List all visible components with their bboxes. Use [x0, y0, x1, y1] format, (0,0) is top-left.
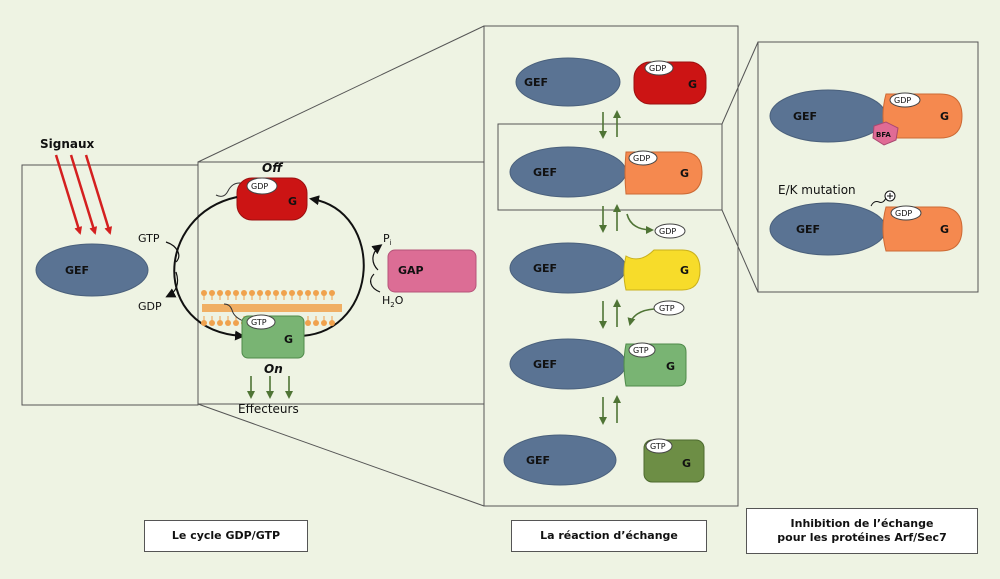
gdp-cap-bfa: [889, 92, 921, 108]
zoom-line-top-left: [197, 25, 485, 163]
cycle-arrow-right: [301, 195, 365, 337]
gef-row3: [509, 242, 627, 294]
g-row5-label: G: [682, 457, 691, 470]
ek-mutation-label: E/K mutation: [778, 183, 856, 197]
gap-label: GAP: [398, 264, 424, 277]
cycle-arrow-left: [173, 196, 245, 341]
g-bfa-label: G: [940, 110, 949, 123]
caption-inhibition-line2: pour les protéines Arf/Sec7: [777, 531, 947, 544]
gdp-out-arrow: [165, 271, 179, 298]
panel-inhibition: [757, 41, 979, 293]
gef-oval: [35, 243, 149, 297]
g-row3-label: G: [680, 264, 689, 277]
g-ek-label: G: [940, 223, 949, 236]
g-row4-label: G: [666, 360, 675, 373]
gtp-bind-arrow: [627, 308, 655, 326]
gtp-free-label: GTP: [659, 304, 675, 313]
gtp-in-arrow: [165, 241, 180, 263]
gef-bfa-label: GEF: [793, 110, 817, 123]
gef-row4: [509, 338, 627, 390]
on-label: On: [264, 362, 283, 376]
signal-arrow-3: [84, 154, 113, 235]
gef-bfa: [769, 89, 887, 143]
g-row2-label: G: [680, 167, 689, 180]
gdp-cap-bfa-label: GDP: [894, 96, 911, 105]
off-label: Off: [262, 161, 283, 175]
gdp-label: GDP: [138, 300, 162, 313]
caption-cycle: Le cycle GDP/GTP: [144, 520, 308, 552]
g-row1-label: G: [688, 78, 697, 91]
gdp-cap-row1-label: GDP: [649, 64, 666, 73]
gtp-cap-row5: [645, 438, 673, 454]
effecteurs-label: Effecteurs: [238, 402, 299, 416]
gef-row5: [503, 434, 617, 486]
bfa-label: BFA: [876, 131, 891, 139]
gtp-cap-on: [246, 314, 276, 330]
gdp-cap-row2: [628, 150, 658, 166]
gef-label: GEF: [65, 264, 89, 277]
gtp-free: [653, 300, 685, 316]
gdp-free: [654, 223, 686, 239]
gdp-cap-off: [246, 177, 278, 195]
gtp-cap-row5-label: GTP: [650, 442, 666, 451]
gdp-free-label: GDP: [659, 227, 676, 236]
gef-ek: [769, 202, 887, 256]
panel-exchange-highlight: [497, 123, 723, 211]
gef-row5-label: GEF: [526, 454, 550, 467]
gdp-cap-row1: [644, 60, 674, 76]
gef-ek-label: GEF: [796, 223, 820, 236]
gef-row1: [515, 57, 621, 107]
gdp-cap-ek: [890, 205, 922, 221]
membrane-band: [202, 304, 342, 312]
ek-pointer: [870, 197, 887, 207]
gdp-release-arrow: [626, 213, 654, 234]
gtp-label: GTP: [138, 232, 160, 245]
gap-box: [387, 249, 477, 293]
panel-exchange: [483, 25, 739, 507]
gtp-cap-on-label: GTP: [251, 318, 267, 327]
caption-exchange: La réaction d’échange: [511, 520, 707, 552]
caption-exchange-text: La réaction d’échange: [540, 529, 678, 542]
caption-cycle-text: Le cycle GDP/GTP: [171, 529, 281, 542]
gdp-cap-row2-label: GDP: [633, 154, 650, 163]
pi-label: Pi: [383, 232, 392, 247]
gef-row3-label: GEF: [533, 262, 557, 275]
signal-arrow-1: [54, 154, 83, 235]
gef-row2: [509, 146, 627, 198]
caption-inhibition: Inhibition de l’échange pour les protéin…: [746, 508, 978, 554]
h2o-label: H2O: [382, 294, 404, 309]
pi-out-arrow: [371, 244, 383, 271]
g-on-label: G: [284, 333, 293, 346]
gef-row4-label: GEF: [533, 358, 557, 371]
gtp-cap-row4-label: GTP: [633, 346, 649, 355]
gtp-cap-row4: [628, 342, 656, 358]
gef-row2-label: GEF: [533, 166, 557, 179]
on-tether: [223, 303, 247, 323]
g-off-label: G: [288, 195, 297, 208]
zoom-line-top-right: [721, 41, 759, 125]
gdp-cap-off-label: GDP: [251, 182, 268, 191]
caption-inhibition-line1: Inhibition de l’échange: [790, 517, 934, 530]
signal-arrow-2: [69, 154, 98, 235]
gef-row1-label: GEF: [524, 76, 548, 89]
gdp-cap-ek-label: GDP: [895, 209, 912, 218]
h2o-in-arrow: [370, 273, 381, 293]
g-row3-empty: [623, 249, 701, 291]
zoom-line-bottom-right: [721, 209, 759, 293]
bfa-molecule: [872, 121, 899, 146]
zoom-line-bottom-left: [197, 403, 485, 507]
signaux-label: Signaux: [40, 137, 95, 151]
